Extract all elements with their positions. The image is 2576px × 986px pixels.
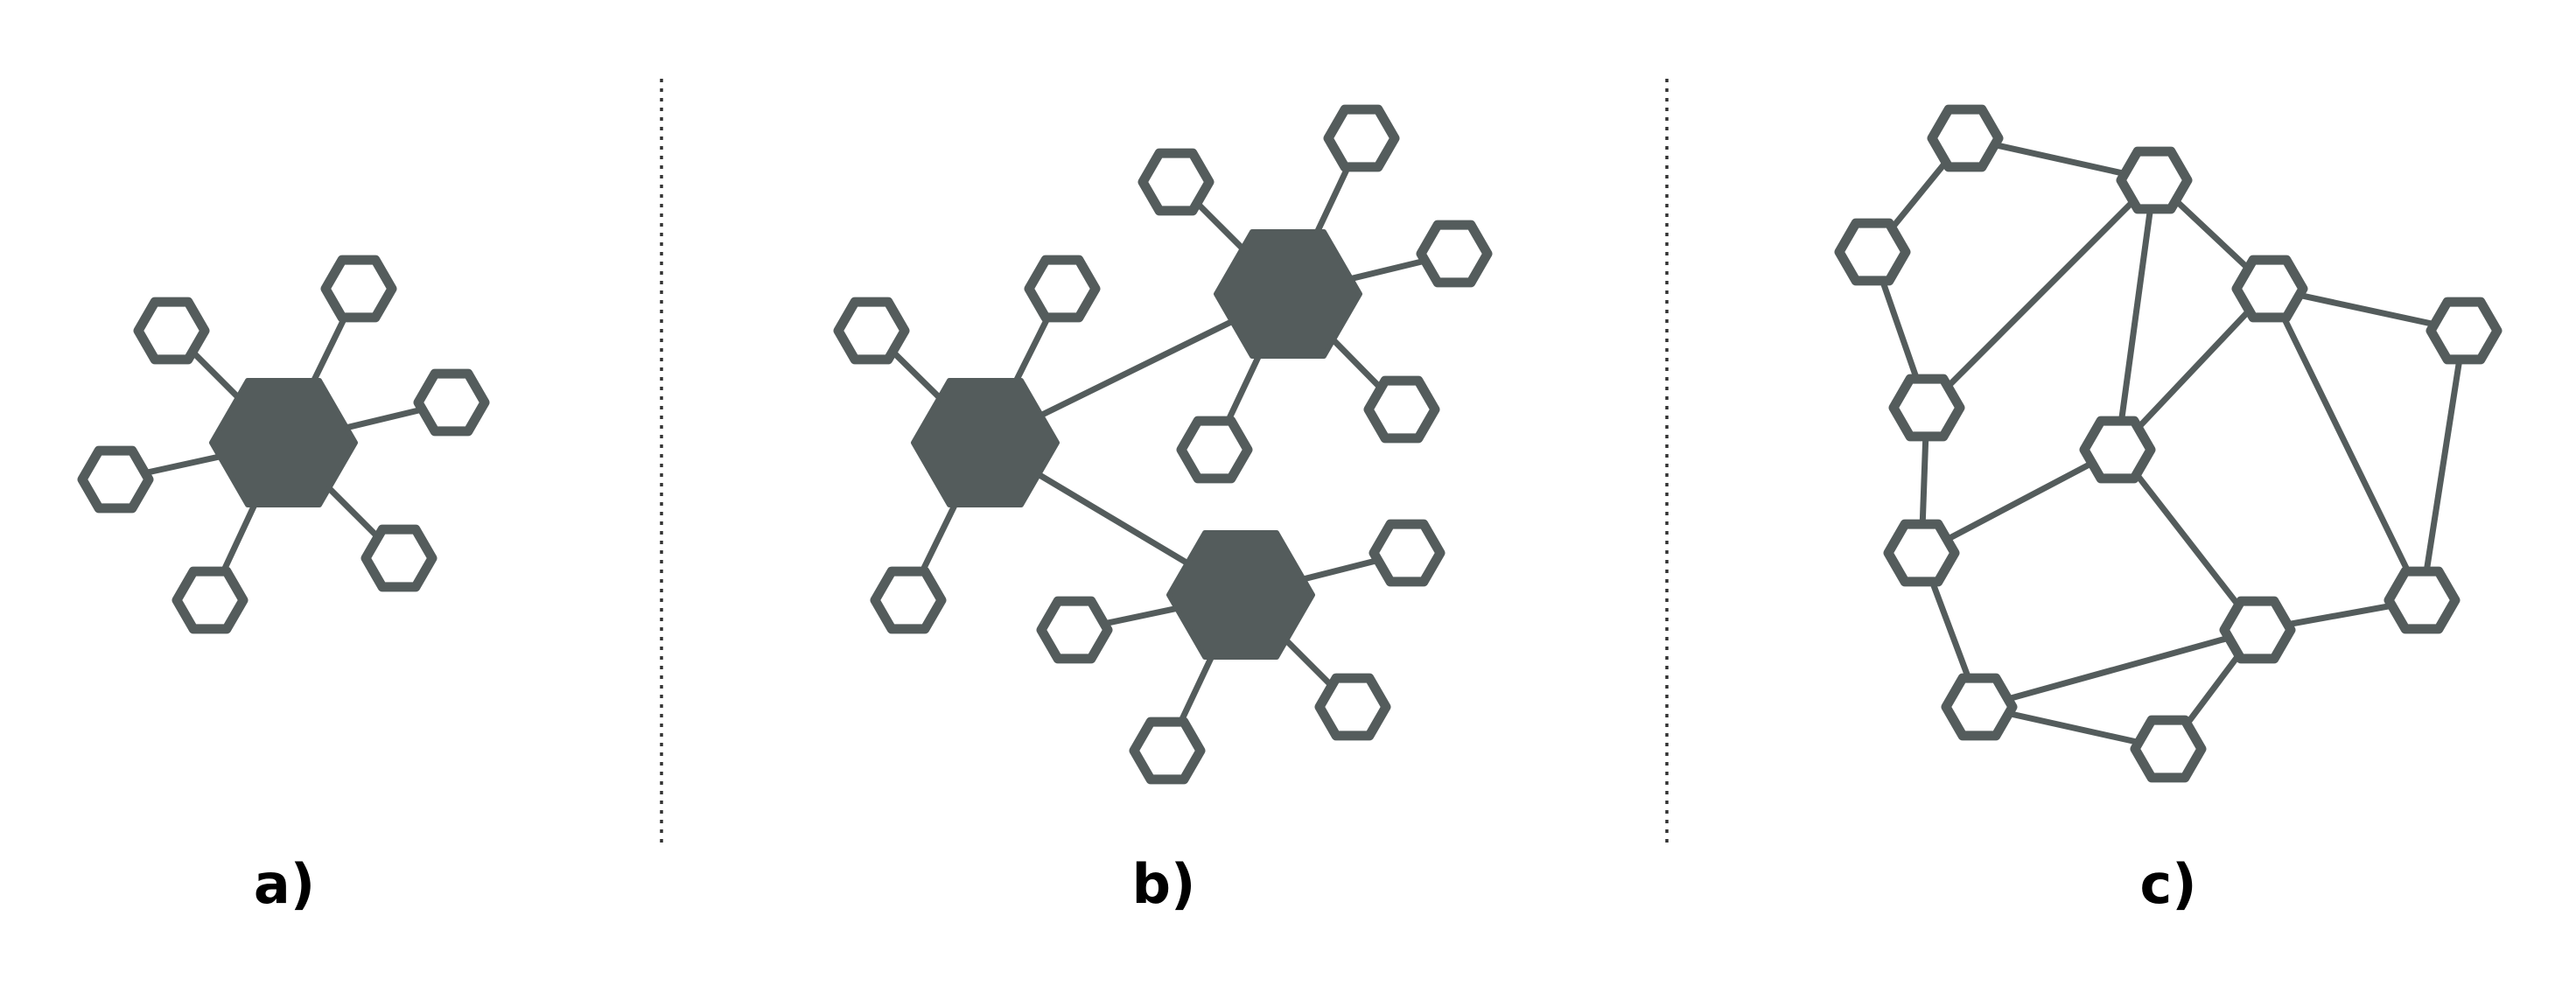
node-b-3 <box>870 566 947 634</box>
node-b-9 <box>1368 519 1446 587</box>
panel-label-a: a) <box>254 852 315 916</box>
node-c-12 <box>2130 715 2207 783</box>
node-a-2 <box>320 255 397 323</box>
node-b-11 <box>1314 673 1391 741</box>
node-c-2 <box>2116 146 2193 214</box>
node-c-7 <box>2079 416 2156 484</box>
edge-c-5-c-10 <box>2418 330 2468 601</box>
node-c-3 <box>1834 218 1911 286</box>
node-c-4 <box>2231 255 2308 323</box>
node-c-1 <box>1927 104 2004 172</box>
nodes-layer <box>77 104 2502 785</box>
node-b-8 <box>1363 375 1440 444</box>
node-c-11 <box>1941 673 2018 741</box>
node-a-5 <box>360 524 438 592</box>
node-b-6 <box>1416 220 1493 288</box>
hub-node-b-hub1 <box>911 378 1060 507</box>
edge-c-2-c-6 <box>1924 178 2157 410</box>
node-b-1 <box>833 297 910 365</box>
node-a-1 <box>133 297 210 365</box>
panel-label-b: b) <box>1132 852 1196 916</box>
panel-label-c: c) <box>2139 852 2196 916</box>
node-b-5 <box>1323 104 1400 172</box>
node-b-7 <box>1176 416 1253 484</box>
node-a-4 <box>77 445 154 514</box>
node-b-10 <box>1036 596 1113 664</box>
hub-node-a-hub <box>209 378 358 507</box>
edge-c-9-c-11 <box>1978 626 2258 710</box>
node-c-5 <box>2426 297 2502 365</box>
node-c-8 <box>1883 519 1960 587</box>
node-c-10 <box>2384 566 2460 634</box>
node-b-12 <box>1129 717 1206 785</box>
hub-node-b-hub2 <box>1214 229 1362 359</box>
edge-c-7-c-8 <box>1920 446 2119 556</box>
edge-c-4-c-10 <box>2266 287 2426 602</box>
node-a-3 <box>413 368 490 437</box>
edge-c-2-c-7 <box>2114 179 2158 451</box>
node-b-4 <box>1138 148 1214 216</box>
node-c-6 <box>1888 374 1965 442</box>
hub-node-b-hub3 <box>1166 530 1315 660</box>
node-b-2 <box>1024 255 1101 323</box>
node-a-6 <box>172 566 248 634</box>
edge-c-4-c-7 <box>2115 286 2272 452</box>
node-c-9 <box>2219 596 2296 664</box>
edge-c-7-c-9 <box>2115 447 2260 633</box>
